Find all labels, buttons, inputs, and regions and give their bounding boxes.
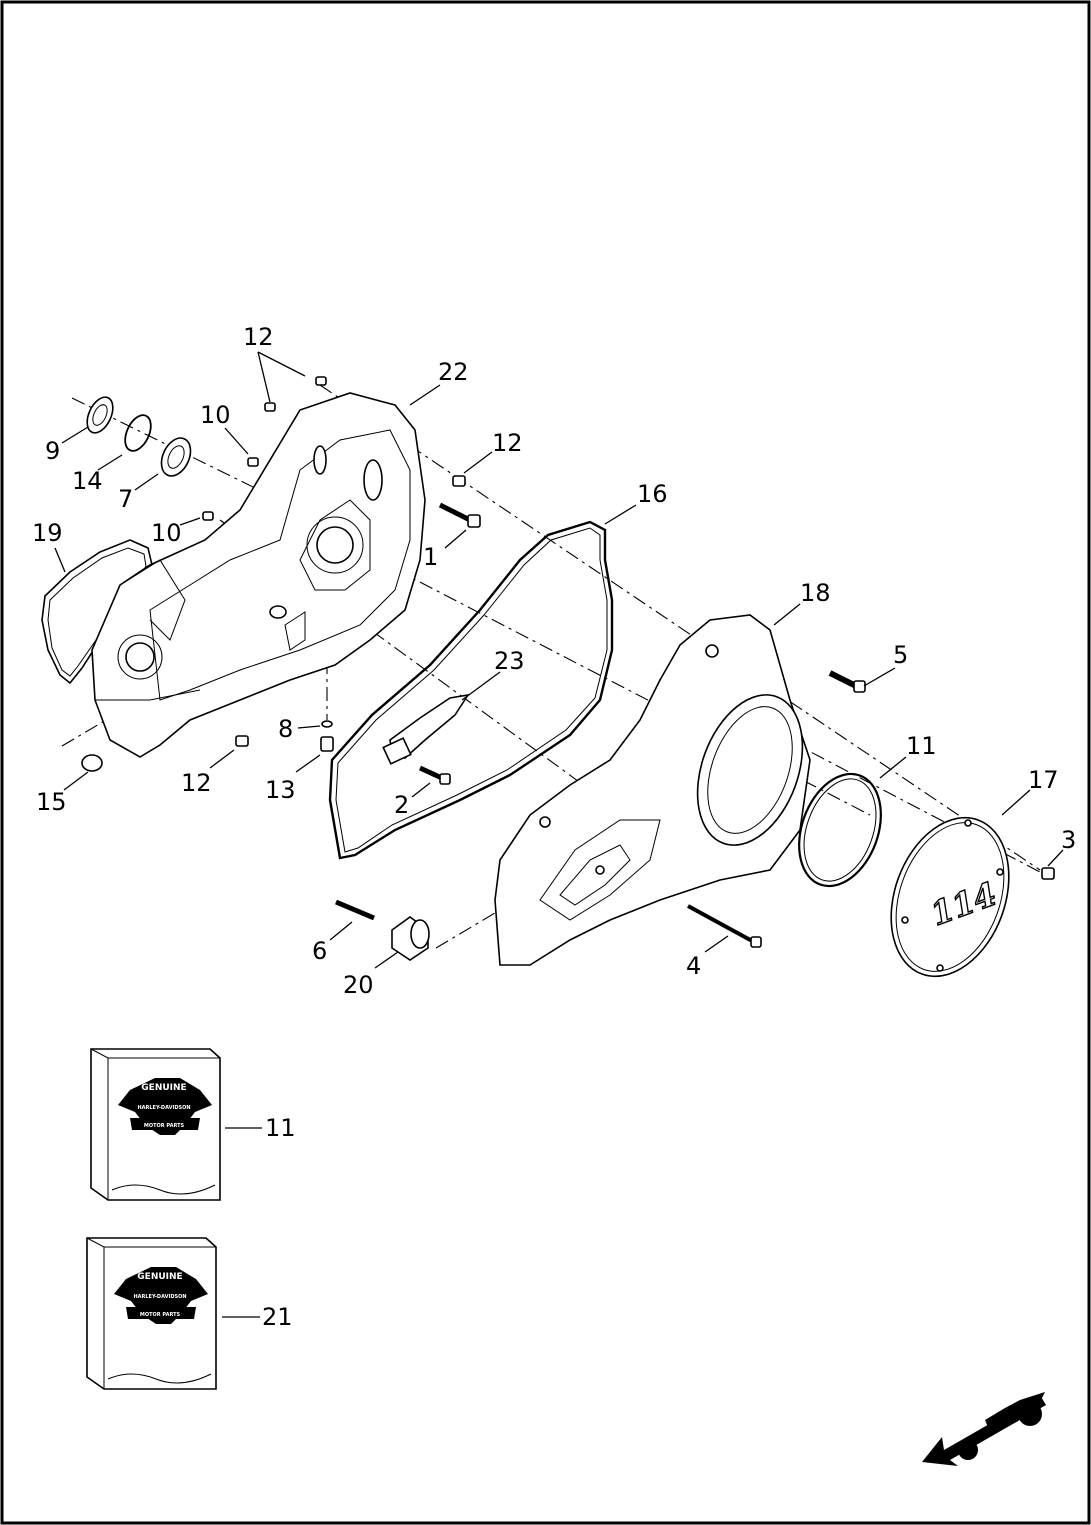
callout-10-mid: 10: [151, 519, 182, 547]
svg-text:MOTOR PARTS: MOTOR PARTS: [140, 1312, 181, 1318]
callout-15: 15: [36, 788, 67, 816]
kit-box-icon: GENUINE HARLEY-DAVIDSON MOTOR PARTS: [90, 1048, 221, 1201]
o-ring-11: [798, 772, 882, 888]
genuine-logo: GENUINE HARLEY-DAVIDSON MOTOR PARTS: [118, 1078, 212, 1135]
callout-18: 18: [800, 579, 831, 607]
callout-4: 4: [686, 952, 701, 980]
genuine-logo: GENUINE HARLEY-DAVIDSON MOTOR PARTS: [114, 1267, 208, 1324]
inner-primary-housing-22: [91, 392, 426, 758]
callout-8: 8: [278, 715, 293, 743]
callout-12-right: 12: [492, 429, 523, 457]
hardware: [81, 376, 1055, 961]
callout-1: 1: [423, 543, 438, 571]
kit-box-icon: GENUINE HARLEY-DAVIDSON MOTOR PARTS: [86, 1237, 217, 1390]
callout-3: 3: [1061, 826, 1076, 854]
callout-12-top: 12: [243, 323, 274, 351]
callout-21-kit: 21: [262, 1303, 293, 1331]
outer-primary-cover-18: [494, 614, 811, 966]
callout-7: 7: [118, 485, 133, 513]
motorcycle-direction-icon: [922, 1392, 1046, 1466]
callout-11: 11: [906, 732, 937, 760]
callout-labels: 12 22 12 10 9 14 7 10 19 1 16 23 18 5 11…: [32, 323, 1076, 1331]
callout-17: 17: [1028, 766, 1059, 794]
leader-lines: [54, 351, 1064, 1318]
callout-12-bottom: 12: [181, 769, 212, 797]
callout-5: 5: [893, 641, 908, 669]
callout-22: 22: [438, 358, 469, 386]
callout-23: 23: [494, 647, 525, 675]
callout-14: 14: [72, 467, 103, 495]
callout-2: 2: [394, 791, 409, 819]
callout-20: 20: [343, 971, 374, 999]
svg-text:GENUINE: GENUINE: [137, 1272, 182, 1282]
svg-text:HARLEY-DAVIDSON: HARLEY-DAVIDSON: [137, 1105, 190, 1111]
callout-10-top: 10: [200, 401, 231, 429]
primary-gasket-16: [328, 520, 614, 860]
svg-text:HARLEY-DAVIDSON: HARLEY-DAVIDSON: [133, 1294, 186, 1300]
callout-9: 9: [45, 437, 60, 465]
derby-cover-17: 114: [890, 816, 1010, 978]
svg-text:MOTOR PARTS: MOTOR PARTS: [144, 1123, 185, 1129]
callout-6: 6: [312, 937, 327, 965]
callout-19: 19: [32, 519, 63, 547]
svg-text:GENUINE: GENUINE: [141, 1083, 186, 1093]
callout-11-kit: 11: [265, 1114, 296, 1142]
callout-16: 16: [637, 480, 668, 508]
callout-13: 13: [265, 776, 296, 804]
